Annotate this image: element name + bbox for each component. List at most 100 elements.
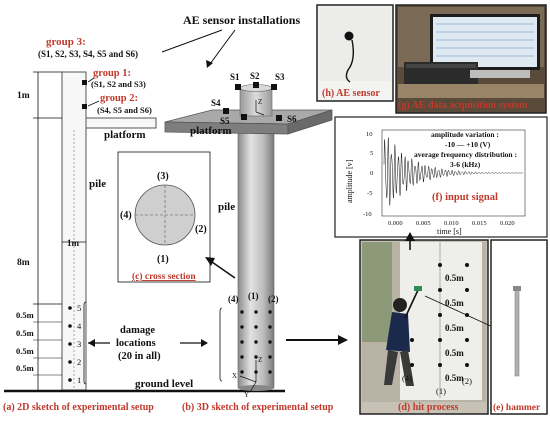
axis-y: Y <box>244 391 249 399</box>
axis-z: Z <box>258 356 262 364</box>
cs-caption: (c) cross section <box>132 271 196 282</box>
title-arrow-3d <box>209 29 236 65</box>
sensor-label-s6: S6 <box>287 114 297 124</box>
dim-width-label: 1m <box>67 238 80 248</box>
hammer-photo: (e) hammer <box>490 239 548 415</box>
daq-photo: (g) AE data acquisition system <box>395 4 547 114</box>
arrow-up-signal <box>405 232 415 241</box>
platform-3d-side <box>287 109 333 135</box>
point-label-4: 4 <box>77 321 82 331</box>
big-arrow-right <box>338 335 348 345</box>
damage-label-3: (20 in all) <box>118 351 161 362</box>
daq-caption: (g) AE data acquisition system <box>398 100 528 111</box>
caption-3d: (b) 3D sketch of experimental setup <box>182 402 334 413</box>
damage-dots-photo <box>410 263 469 367</box>
signal-xtick-4: 0.020 <box>500 220 515 227</box>
hammer-shaft <box>514 289 520 377</box>
hit-seg-1: 0.5m <box>445 273 464 283</box>
hit-seg-4: 0.5m <box>445 348 464 358</box>
caption-2d: (a) 2D sketch of experimental setup <box>3 402 154 413</box>
signal-xtick-3: 0.015 <box>472 220 487 227</box>
hit-marker-2: (2) <box>462 376 472 386</box>
damage-point-2d <box>68 378 72 382</box>
arrow-left <box>88 339 95 347</box>
sensor-group1-2d <box>82 80 87 85</box>
cs-label-2: (2) <box>195 224 207 235</box>
damage-point-2d <box>68 306 72 310</box>
sensor-s3 <box>271 84 277 90</box>
group1-label: group 1: <box>93 68 131 79</box>
sensor-disc <box>344 31 354 41</box>
point-label-3: 3 <box>77 339 81 349</box>
damage-point-2d <box>68 324 72 328</box>
figure-title: AE sensor installations <box>183 13 300 27</box>
point-label-1: 1 <box>77 375 81 385</box>
line-label-4: (4) <box>228 294 239 304</box>
ae-sensor-photo: (h) AE sensor <box>316 4 394 102</box>
cs-label-4: (4) <box>120 210 132 221</box>
axis-z-top: Z <box>258 98 262 106</box>
group3-label: group 3: <box>46 36 86 48</box>
sensor-label-s1: S1 <box>230 72 240 82</box>
platform-2d-label: platform <box>104 129 146 141</box>
signal-note-4: 3-6 (kHz) <box>450 160 481 169</box>
signal-ytick-0: 0 <box>370 170 373 177</box>
seg-2d-3: 0.5m <box>16 346 34 356</box>
photo-pile <box>400 242 482 400</box>
sketch-3d: S1 S2 S3 S4 S5 S6 Z platform pile (4) (1… <box>164 71 333 399</box>
ae-sensor-caption: (h) AE sensor <box>322 88 380 99</box>
group1-members: (S1, S2 and S3) <box>91 79 146 89</box>
damage-dots-3d <box>240 310 272 374</box>
signal-note-1: amplitude variation : <box>431 130 499 139</box>
group2-label: group 2: <box>100 93 138 104</box>
signal-ytick-m10: -10 <box>363 211 372 218</box>
sensor-group2-2d <box>82 104 87 109</box>
hammer-caption: (e) hammer <box>493 402 541 413</box>
sensor-s5 <box>241 114 247 120</box>
hit-seg-5: 0.5m <box>445 373 464 383</box>
sketch-2d: platform pile 1m 8m 1m 0.5m 0.5m 0.5m 0.… <box>4 71 285 393</box>
cs-label-1: (1) <box>157 254 169 265</box>
damage-point-2d <box>68 342 72 346</box>
axis-x: X <box>232 372 237 380</box>
sensor-s6 <box>276 115 282 121</box>
ground-label: ground level <box>135 378 193 390</box>
hammer-handle <box>404 289 419 319</box>
pile-2d-label: pile <box>89 178 106 190</box>
hit-seg-2: 0.5m <box>445 298 464 308</box>
hit-marker-4: (4) <box>402 373 412 383</box>
damage-label-2: locations <box>116 338 156 349</box>
sensor-label-s5: S5 <box>220 116 230 126</box>
person <box>393 298 407 312</box>
hit-process-photo: 0.5m 0.5m 0.5m 0.5m 0.5m (4) (1) (2) (d)… <box>359 239 489 415</box>
line-label-2: (2) <box>268 294 279 304</box>
signal-note-3: average frequency distribution : <box>414 150 517 159</box>
signal-note-2: -10 — +10 (V) <box>445 140 491 149</box>
arrow-right <box>201 339 208 347</box>
signal-xlabel: time [s] <box>437 227 462 236</box>
dim-mid-label: 8m <box>17 258 30 268</box>
cross-section-panel: (3) (4) (2) (1) (c) cross section <box>117 151 211 283</box>
sensor-label-s2: S2 <box>250 71 260 81</box>
damage-point-2d <box>68 360 72 364</box>
signal-caption: (f) input signal <box>432 192 498 203</box>
cs-arrow <box>205 257 215 266</box>
cs-label-3: (3) <box>157 171 169 182</box>
signal-ytick-10: 10 <box>366 131 373 138</box>
sensor-s2 <box>253 82 259 88</box>
seg-2d-1: 0.5m <box>16 310 34 320</box>
point-label-2: 2 <box>77 357 81 367</box>
platform-2d <box>85 117 157 129</box>
sensor-label-s3: S3 <box>275 72 285 82</box>
sensor-s4 <box>223 108 229 114</box>
sensor-s1 <box>235 84 241 90</box>
title-arrow-group3 <box>161 29 223 53</box>
signal-xtick-1: 0.005 <box>416 220 431 227</box>
hit-seg-3: 0.5m <box>445 323 464 333</box>
platform-3d-label: platform <box>190 125 232 137</box>
signal-xtick-2: 0.010 <box>444 220 459 227</box>
signal-waveform <box>383 137 524 206</box>
signal-ylabel: amplitude [v] <box>345 159 354 203</box>
seg-2d-4: 0.5m <box>16 363 34 373</box>
